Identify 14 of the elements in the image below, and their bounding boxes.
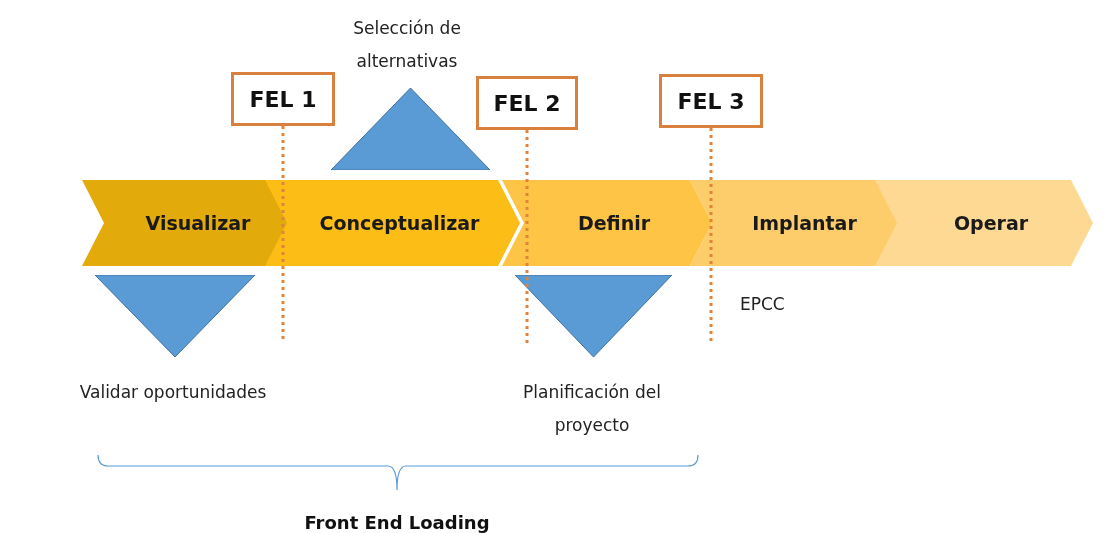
phase-label: Visualizar [144,212,252,234]
phase-label: Definir [576,212,652,234]
milestone-box: FEL 2 [476,76,578,130]
milestone-box: FEL 3 [659,74,763,128]
note-text: EPCC [740,293,786,316]
milestone-line [281,126,285,342]
phase-label: Implantar [751,212,858,234]
phase-label: Operar [952,212,1030,234]
note-text: Planificación del proyecto [522,381,662,437]
note-text: Selección de alternativas [352,17,462,73]
note-text: Validar oportunidades [78,381,268,404]
phase-label: Conceptualizar [318,212,481,234]
milestone-box: FEL 1 [231,72,335,126]
bracket-label: Front End Loading [303,513,491,533]
